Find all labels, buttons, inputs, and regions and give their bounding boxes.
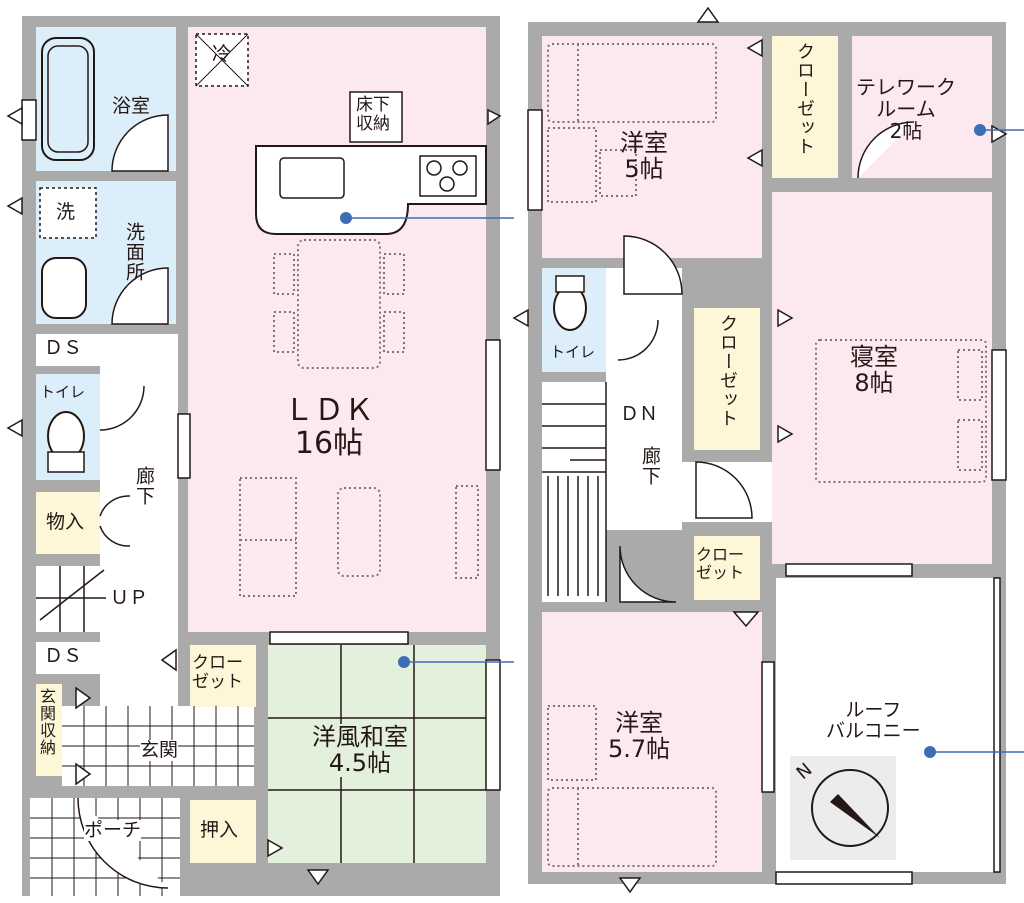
hall2-area (606, 268, 682, 530)
ds-top-area (36, 334, 100, 366)
telework-label: テレワーク ルーム 2帖 (856, 75, 956, 143)
closet-small-area (694, 536, 760, 600)
hall2-label: 廊下 (639, 446, 661, 486)
underfloor-storage (349, 91, 403, 143)
porch-tiles (30, 798, 180, 896)
closet-mid-area (694, 308, 760, 450)
bathtub-inner (47, 45, 89, 153)
toilet1-tank (47, 451, 85, 473)
closet1-label: クロー ゼット (192, 653, 243, 692)
ds-bottom-area (36, 642, 100, 674)
basin (41, 257, 87, 319)
floor1-door-markers (75, 648, 284, 858)
closet1-area (190, 645, 256, 707)
washroom-label: 洗面所 (123, 222, 145, 282)
western1-label: 洋室 5帖 (620, 129, 668, 184)
washer (39, 187, 97, 239)
ds-bottom-label: ＤＳ (44, 645, 83, 667)
storage-door (99, 495, 131, 517)
oshiire-label: 押入 (200, 819, 239, 841)
closet-top-area (772, 36, 838, 178)
toilet2-tank (555, 275, 585, 293)
floor2-windows (527, 109, 1007, 885)
dn-label: ＤＮ (620, 403, 659, 425)
ldk-marker (340, 212, 352, 224)
entrance-storage-area (36, 684, 62, 776)
ldk-area (188, 27, 486, 632)
dining-set (273, 239, 405, 369)
stairs2 (542, 382, 607, 602)
compass-needle (830, 794, 880, 838)
entrance-label: 玄関 (140, 739, 179, 761)
telework-marker (974, 124, 986, 136)
stove (419, 155, 477, 197)
balcony-label: ルーフ バルコニー (826, 699, 921, 742)
ds-top-label: ＤＳ (44, 337, 83, 359)
floor2-leaders (930, 129, 1024, 753)
toilet1-door (99, 385, 145, 431)
toilet1-label: トイレ (40, 383, 86, 401)
porch-label: ポーチ (84, 819, 142, 841)
bathtub (41, 37, 95, 161)
bath-door (111, 114, 169, 172)
floor1-vent-markers (6, 106, 502, 886)
entrance-storage-label: 玄関収納 (37, 688, 56, 756)
floor-1 (6, 16, 514, 896)
underfloor-storage-label: 床下 収納 (356, 95, 390, 134)
ldk-label: ＬＤＫ 16帖 (284, 393, 374, 461)
floor1-windows (21, 99, 501, 791)
balcony-marker (924, 746, 936, 758)
storage-door-2 (99, 525, 131, 547)
western2-label: 洋室 5.7帖 (608, 709, 671, 764)
washroom-door (111, 267, 169, 325)
closet-mid-label: クローゼット (717, 314, 738, 428)
storage-label: 物入 (46, 511, 85, 533)
up-label: ＵＰ (110, 587, 149, 609)
bedroom-label: 寝室 8帖 (850, 343, 898, 398)
floor1-leaders (346, 217, 514, 663)
closet-small-label: クロー ゼット (696, 545, 745, 582)
floor2-doors (617, 121, 915, 603)
living-set (239, 477, 479, 597)
floor-2 (512, 6, 1024, 894)
stairs1 (36, 566, 106, 632)
storage-area (36, 492, 100, 554)
washer-label: 洗 (56, 201, 76, 223)
washitsu-label: 洋風和室 4.5帖 (312, 723, 408, 778)
stairs2-area (542, 382, 606, 602)
oshiire-area (190, 800, 256, 863)
kitchen-sink (279, 157, 345, 199)
closet-top-label: クローゼット (794, 42, 815, 156)
washitsu-marker (398, 656, 410, 668)
beds (547, 43, 987, 867)
hall1-label: 廊下 (133, 466, 155, 506)
bath-label: 浴室 (112, 95, 151, 117)
toilet2-label: トイレ (550, 343, 596, 361)
compass-circle (811, 769, 889, 847)
western1-area (542, 36, 762, 258)
hall1-area (100, 334, 178, 706)
fridge-label: 冷 (212, 43, 232, 65)
